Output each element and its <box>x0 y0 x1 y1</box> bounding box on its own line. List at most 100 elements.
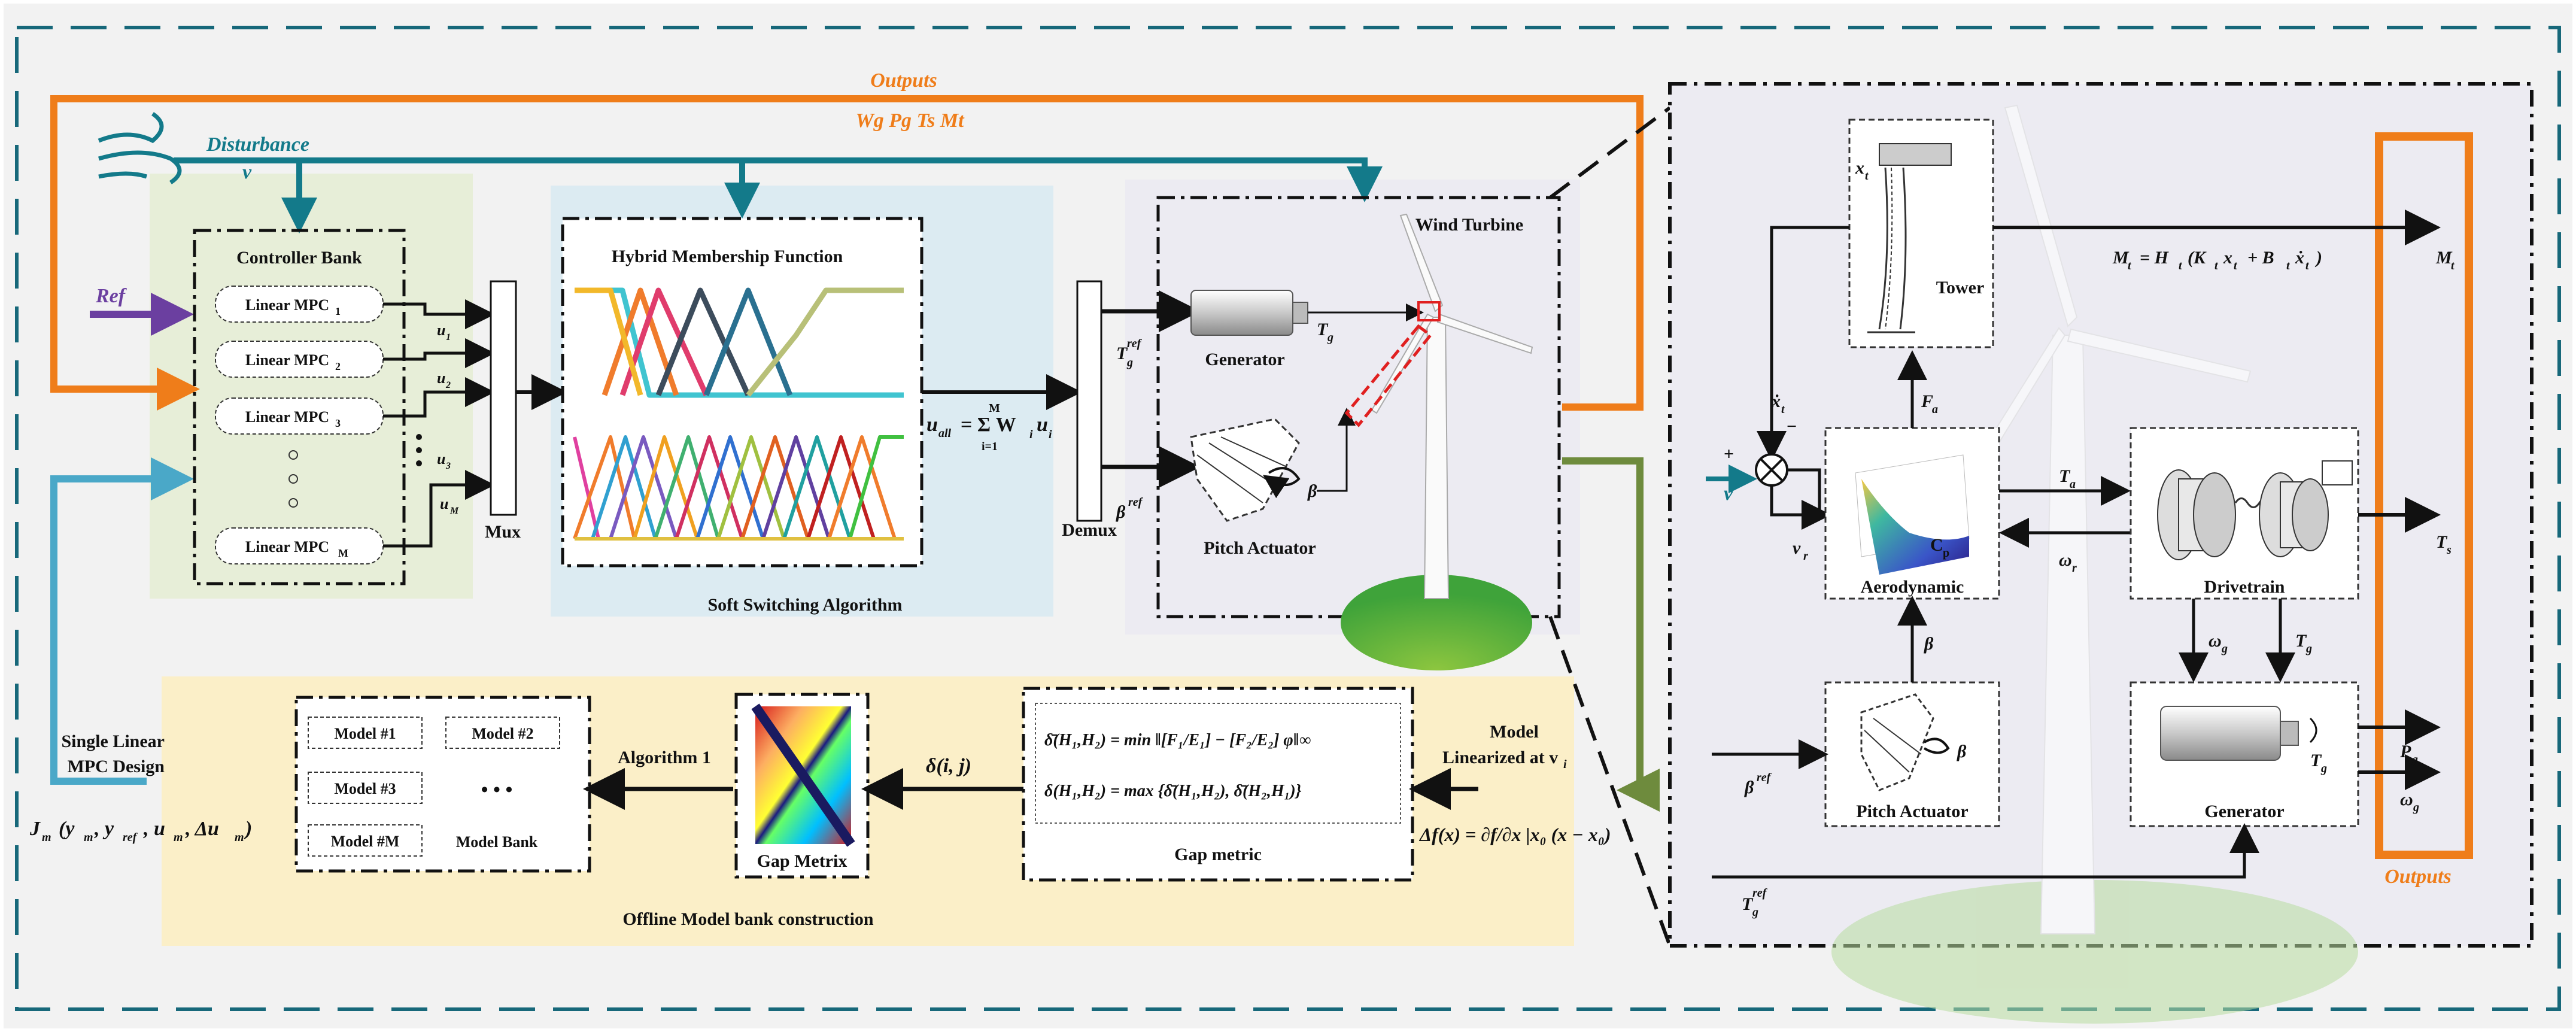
generator-right-label: Generator <box>2204 802 2284 821</box>
gap-equation-2: δ(H₁,H₂) = max {δ̄(H₁,H₂), δ̄(H₂,H₁)} <box>1044 782 1302 800</box>
outputs-bracket <box>2375 132 2473 859</box>
pitch-actuator-icon <box>1190 418 1301 522</box>
svg-text:t: t <box>2179 259 2183 272</box>
svg-text:C: C <box>1930 535 1943 555</box>
model-linearized-label-2: Linearized at v i <box>1442 748 1567 771</box>
outputs-right-label: Outputs <box>2384 866 2452 888</box>
model-1-block: Model #1 <box>308 717 423 749</box>
mpc-design-feedback <box>50 457 194 785</box>
svg-text:+ B: + B <box>2247 248 2274 268</box>
tg-right-label: T g <box>2295 631 2312 655</box>
mpc-1-block: Linear MPC 1 <box>215 286 384 323</box>
svg-text:β: β <box>1116 502 1126 522</box>
pitch-actuator-right-icon <box>1860 693 1950 791</box>
svg-text:M: M <box>449 506 459 516</box>
svg-text:t: t <box>2305 259 2310 272</box>
svg-text:J: J <box>29 818 41 840</box>
svg-text:i=1: i=1 <box>982 440 998 453</box>
gap-metrix-label: Gap Metrix <box>757 851 847 871</box>
svg-text:Linear MPC: Linear MPC <box>245 538 329 556</box>
svg-text:i: i <box>1049 428 1052 441</box>
svg-text:g: g <box>1126 356 1133 369</box>
beta-right-label: β <box>1924 634 1934 654</box>
u-dots <box>416 434 422 466</box>
mpc-to-mux-lines <box>383 299 495 548</box>
svg-text:Model #2: Model #2 <box>472 725 533 742</box>
outputs-top-list: Wg Pg Ts Mt <box>855 110 965 132</box>
gap-matrix-heatmap <box>751 703 855 847</box>
hybrid-mf-title: Hybrid Membership Function <box>612 247 843 266</box>
drivetrain-icon <box>2157 460 2353 560</box>
generator-label: Generator <box>1205 350 1284 369</box>
mpc-ellipsis <box>288 450 298 508</box>
tg-gen-label: T g <box>2310 751 2327 775</box>
omega-r-label: ω r <box>2059 550 2077 575</box>
svg-text:2: 2 <box>335 360 341 372</box>
model-dots: • • • <box>481 779 513 801</box>
svg-text:m: m <box>84 831 93 844</box>
svg-text:s: s <box>2446 544 2452 557</box>
svg-text:g: g <box>2413 801 2419 814</box>
svg-text:2: 2 <box>445 380 451 390</box>
wind-icon <box>98 112 182 184</box>
pitch-actuator-right-label: Pitch Actuator <box>1856 802 1968 821</box>
beta-ref-right-label: β ref <box>1744 771 1772 797</box>
controller-bank-box <box>193 229 406 585</box>
svg-text:ẋ: ẋ <box>1771 391 1781 411</box>
demux-block <box>1076 280 1102 522</box>
fa-label: F a <box>1921 391 1938 416</box>
svg-text:i: i <box>1029 428 1033 441</box>
svg-text:, Δu: , Δu <box>185 818 219 840</box>
background-turbine-icon <box>1831 104 2358 1024</box>
omega-g-label: ω g <box>2209 631 2228 655</box>
svg-text:= Σ W: = Σ W <box>961 414 1016 436</box>
soft-switching-label: Soft Switching Algorithm <box>707 595 902 615</box>
algorithm-1-label: Algorithm 1 <box>618 748 711 767</box>
pitch-actuator-label: Pitch Actuator <box>1204 538 1316 558</box>
linearization-equation: Δf(x) = ∂f/∂x |x₀ (x − x₀) <box>1418 824 1611 845</box>
svg-text:(y: (y <box>59 818 75 840</box>
svg-text:t: t <box>2286 259 2291 272</box>
svg-text:g: g <box>2221 642 2228 655</box>
svg-text:): ) <box>244 818 252 840</box>
svg-text:3: 3 <box>335 417 341 429</box>
svg-text:r: r <box>1803 550 1808 563</box>
minus-sign: − <box>1787 417 1797 436</box>
svg-text:ref: ref <box>1757 771 1772 784</box>
xt-dot-label: ẋ t <box>1771 391 1785 416</box>
ts-output-label: T s <box>2436 532 2452 557</box>
u3-label: u <box>437 450 445 468</box>
svg-text:T: T <box>1317 320 1329 339</box>
svg-text:p: p <box>1943 547 1949 560</box>
outputs-top-label: Outputs <box>870 69 937 92</box>
svg-text:t: t <box>2214 259 2219 272</box>
svg-text:g: g <box>1752 906 1758 919</box>
svg-text:Model #3: Model #3 <box>334 780 396 797</box>
u-all-equation: u all = Σ W i u i M i=1 <box>926 402 1052 453</box>
outer-frame <box>15 26 2561 1011</box>
svg-text:v: v <box>1793 538 1801 558</box>
single-mpc-label-1: Single Linear <box>61 731 165 751</box>
svg-text:β: β <box>1744 778 1754 797</box>
svg-text:u: u <box>926 414 938 436</box>
svg-text:g: g <box>2320 762 2327 775</box>
single-mpc-label-2: MPC Design <box>68 757 165 776</box>
svg-text:ref: ref <box>1127 337 1143 350</box>
vr-label: v r <box>1793 538 1808 563</box>
model-linearized-label-1: Model <box>1490 722 1539 742</box>
gap-metric-label: Gap metric <box>1174 845 1262 864</box>
svg-text:t: t <box>2234 259 2238 272</box>
svg-text:t: t <box>1781 403 1785 416</box>
svg-text:M: M <box>989 402 1000 415</box>
svg-text:x: x <box>2223 248 2232 268</box>
mt-equation: M t = H t (K t x t + B t ẋ t ) <box>2112 248 2322 272</box>
tg-ref-label: T g ref <box>1116 337 1143 369</box>
svg-text:= H: = H <box>2140 248 2170 268</box>
tower-label: Tower <box>1936 278 1985 298</box>
svg-text:T: T <box>2059 466 2071 486</box>
drivetrain-label: Drivetrain <box>2204 577 2285 597</box>
svg-text:): ) <box>2314 248 2322 268</box>
svg-text:ω: ω <box>2209 631 2222 651</box>
svg-text:t: t <box>2451 259 2455 272</box>
svg-text:Linear MPC: Linear MPC <box>245 296 329 314</box>
